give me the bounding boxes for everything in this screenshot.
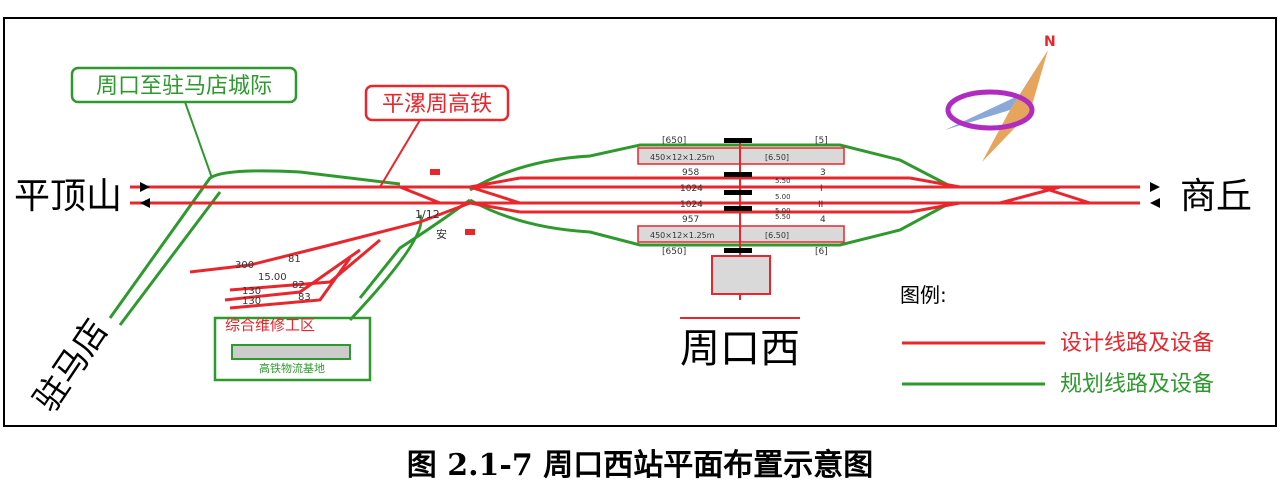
end-arrows	[140, 182, 1160, 208]
platform-bottom-right: [6.50]	[765, 231, 789, 240]
depot-s2: 130	[242, 296, 261, 307]
arrow-east-top	[1150, 182, 1160, 192]
legend-title: 图例:	[900, 283, 947, 307]
station-building	[711, 255, 771, 295]
intercity-callout-leader	[184, 101, 213, 179]
depot-s4: 83	[298, 292, 311, 303]
track-spacing-2: 5.00	[775, 193, 791, 201]
arrow-east-bottom	[1150, 198, 1160, 208]
station-east: 商丘	[1180, 176, 1252, 217]
track-number-4: 4	[820, 215, 826, 225]
arrow-west-top	[140, 182, 150, 192]
signal-marks	[724, 138, 752, 253]
logistics-base	[213, 316, 372, 382]
station-layout-diagram: 高铁物流基地 450×12×1.25m [6.50] 450×12×1.	[3, 17, 1277, 427]
crossover-east-4	[999, 185, 1061, 205]
platform-top-bracket: [650]	[662, 136, 686, 146]
depot-track-3	[224, 248, 361, 302]
station-main: 周口西	[680, 326, 800, 372]
signal-mark	[724, 190, 752, 195]
track-spacing-4: 5.50	[775, 213, 791, 221]
hsr-callout: 平漯周高铁	[382, 92, 492, 117]
platform-top-track-no: [5]	[815, 136, 828, 146]
depot-s3: 82	[292, 280, 305, 291]
hsr-callout-box	[364, 84, 510, 122]
compass-needle-shadow-icon	[945, 50, 1048, 130]
bottom-outer-loop	[469, 198, 951, 247]
depot-track-4	[229, 257, 352, 310]
logistics-platform	[231, 344, 351, 360]
track-number-3: 3	[820, 168, 826, 178]
crossover-east-1	[909, 176, 961, 189]
legend-label-designed: 设计线路及设备	[1060, 331, 1214, 356]
maint-area-label: 综合维修工区	[225, 316, 315, 334]
platform-bottom-bracket: [650]	[662, 247, 686, 257]
signal-mark	[724, 138, 752, 143]
track-length-2: 1024	[680, 200, 703, 210]
crossover-east-2	[909, 201, 961, 214]
crossover-west-2	[469, 201, 521, 214]
intercity-callout-box	[70, 66, 298, 104]
intercity-line-2	[118, 191, 222, 326]
designed-lines	[130, 169, 1140, 310]
diagram-frame	[3, 17, 1277, 427]
platform-bottom-text: 450×12×1.25m	[650, 231, 715, 240]
depot-dim: 15.00	[258, 272, 287, 283]
station-west: 平顶山	[14, 176, 122, 217]
track-labels: 958 1024 1024 957 5.50 5.00 5.00 5.50 3 …	[415, 168, 826, 241]
track-number-II: II	[818, 200, 823, 210]
depot-labels: 300 81 15.00 130 130 82 83	[235, 254, 311, 307]
figure-caption: 图 2.1-7 周口西站平面布置示意图	[406, 448, 874, 483]
compass-needle-icon	[982, 50, 1048, 162]
track-spacing-3: 5.00	[775, 207, 791, 215]
track-number-I: I	[820, 184, 823, 194]
junction-ratio: 1/12	[415, 208, 440, 221]
logistics-label: 高铁物流基地	[259, 361, 325, 375]
compass-ring-icon	[945, 89, 1035, 131]
arrow-west-bottom	[140, 198, 150, 208]
depot-track-2	[229, 238, 381, 292]
platform-top-text: 450×12×1.25m	[650, 153, 715, 162]
depot-track-300: 300	[235, 260, 254, 271]
track-length-1: 1024	[680, 184, 703, 194]
intercity-callout: 周口至驻马店城际	[96, 74, 272, 99]
signal-mark	[724, 206, 752, 211]
track-spacing-1: 5.50	[775, 177, 791, 185]
signal-mark	[724, 172, 752, 177]
depot-branch	[189, 201, 471, 274]
top-outer-loop	[469, 143, 951, 192]
compass-icon: N	[945, 34, 1056, 162]
track-length-4: 957	[682, 215, 699, 225]
crossover-west-3	[469, 185, 521, 205]
signal-mark	[724, 248, 752, 253]
depot-track-81: 81	[288, 254, 301, 265]
hsr-callout-leader	[379, 119, 421, 188]
safety-mark: 安	[436, 227, 447, 241]
depot-s1: 130	[242, 286, 261, 297]
platform-bottom-track-no: [6]	[815, 247, 828, 257]
platform-top-right: [6.50]	[765, 153, 789, 162]
track-length-3: 958	[682, 168, 699, 178]
compass-n-label: N	[1044, 34, 1056, 50]
station-southwest: 驻马店	[26, 312, 116, 419]
crossover-mid	[399, 185, 441, 205]
crossover-west-1	[469, 176, 521, 189]
legend-label-planned: 规划线路及设备	[1060, 372, 1214, 397]
